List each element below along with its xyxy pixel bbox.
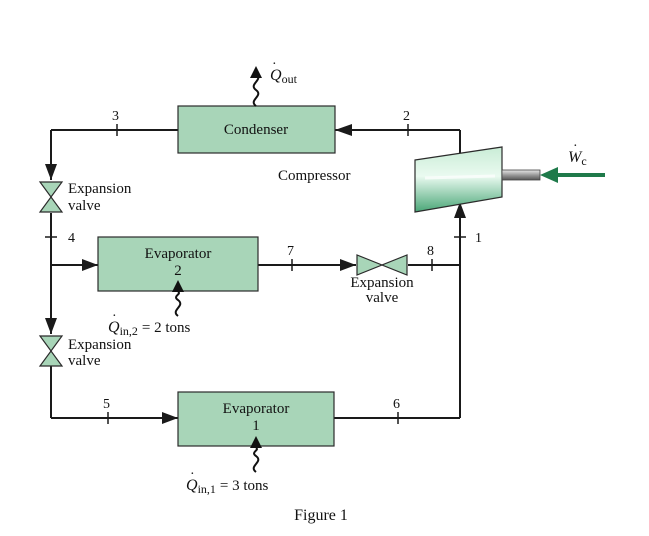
arrow-into-evaporator-2 [82,259,98,271]
w-c-dot: · [573,139,578,154]
condenser: Condenser [177,105,336,154]
work-arrow [540,167,605,183]
compressor [414,146,503,213]
q-out-arrow [250,66,262,107]
state-1: 1 [475,231,482,246]
q-in-2-dot: · [112,309,117,324]
compressor-shaft [501,169,541,181]
arrow-up-to-compressor [454,202,466,218]
state-3: 3 [112,109,119,124]
expansion-valve-middle [356,254,408,276]
evaporator-1-label: Evaporator [223,401,290,417]
valve-top-left-line2: valve [68,198,101,214]
state-2: 2 [403,109,410,124]
piping [50,129,461,419]
state-6: 6 [393,397,400,412]
valve-top-left-line1: Expansion [68,181,132,197]
evaporator-2-label: Evaporator [145,246,212,262]
q-out-dot: · [272,57,277,72]
q-in-2-arrow [172,280,184,317]
arrow-into-condenser [335,124,352,136]
state-ticks [45,124,466,424]
arrow-into-middle-valve [340,259,356,271]
figure-caption: Figure 1 [294,507,348,524]
q-in-1-arrow [250,436,262,473]
q-in-2-label: Qin,2= 2 tons [108,319,191,338]
valve-lower-left-line1: Expansion [68,337,132,353]
state-4: 4 [68,231,75,246]
condenser-label: Condenser [224,122,288,138]
valve-middle-line2: valve [366,290,399,306]
expansion-valve-lower-left [38,335,64,367]
state-7: 7 [287,244,294,259]
q-in-1-label: Qin,1= 3 tons [186,477,269,496]
flow-arrows [45,124,466,424]
valve-lower-left-line2: valve [68,353,101,369]
expansion-valve-top-left [38,181,64,213]
state-8: 8 [427,244,434,259]
q-out-label: Qout [270,67,298,86]
compressor-label: Compressor [278,168,351,184]
arrow-down-lower-left [45,318,57,334]
valve-middle-line1: Expansion [350,275,414,291]
evaporator-2-number: 2 [174,263,182,279]
evaporator-1-number: 1 [252,418,260,434]
state-5: 5 [103,397,110,412]
q-in-1-dot: · [190,467,195,482]
arrow-down-top-left [45,164,57,180]
arrow-into-evaporator-1 [162,412,178,424]
w-c-label: Wc [568,149,587,168]
